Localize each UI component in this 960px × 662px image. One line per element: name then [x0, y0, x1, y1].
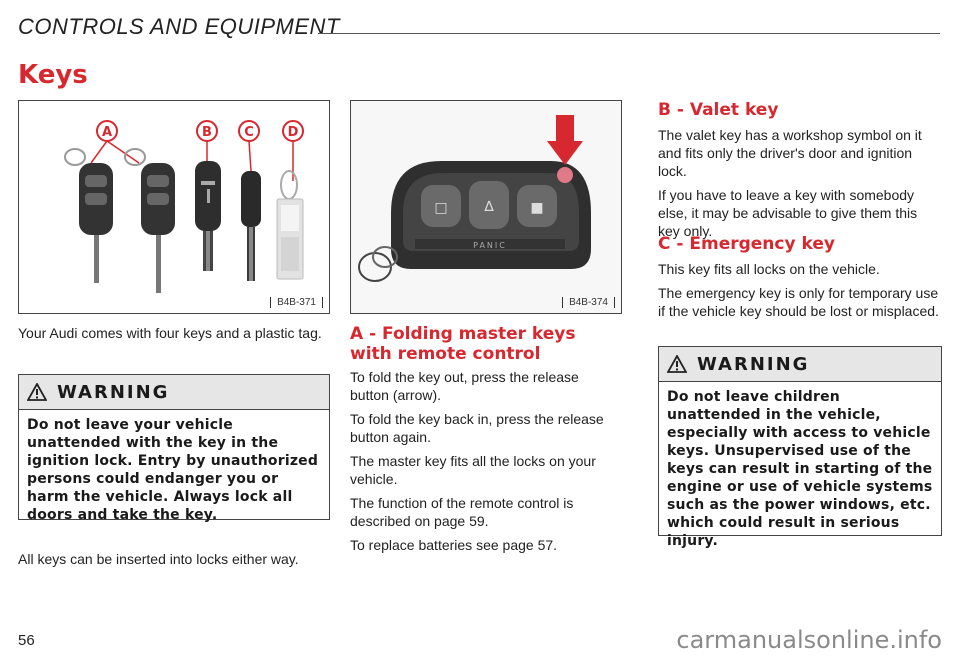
release-button-arrow-icon: [547, 115, 583, 165]
figure-code-2: B4B-374: [562, 297, 615, 308]
warning-header-right: WARNING: [659, 347, 941, 382]
master-key-illustration: □ ∆ ■ PANIC: [351, 101, 621, 313]
figure-code: B4B-371: [270, 297, 323, 308]
key-label-a: A: [96, 120, 118, 142]
keys-figure: A B C D: [18, 100, 330, 314]
master-key-p1: To fold the key out, press the release b…: [350, 369, 579, 403]
warning-text: Do not leave your vehicle unattended wit…: [27, 417, 319, 523]
master-key-text: To fold the key out, press the release b…: [350, 368, 620, 560]
svg-text:PANIC: PANIC: [473, 241, 507, 250]
warning-title-right: WARNING: [697, 353, 810, 375]
master-key-figure: □ ∆ ■ PANIC B4B-374: [350, 100, 622, 314]
valet-key-text: The valet key has a workshop symbol on i…: [658, 126, 940, 246]
valet-key-icon: [195, 161, 221, 271]
svg-text:A: A: [102, 125, 112, 140]
svg-text:B: B: [202, 125, 212, 140]
master-key-2-icon: [124, 148, 175, 293]
page-number: 56: [18, 632, 35, 649]
valet-key-p1: The valet key has a workshop symbol on i…: [658, 127, 922, 179]
emergency-key-text: This key fits all locks on the vehicle. …: [658, 260, 940, 326]
emergency-key-p1: This key fits all locks on the vehicle.: [658, 261, 880, 277]
emergency-key-heading: C - Emergency key: [658, 234, 835, 254]
intro-text: Your Audi comes with four keys and a pla…: [18, 325, 322, 341]
svg-text:∆: ∆: [483, 199, 494, 215]
warning-title: WARNING: [57, 381, 170, 403]
watermark: carmanualsonline.info: [676, 626, 942, 654]
valet-key-p2: If you have to leave a key with somebody…: [658, 187, 918, 239]
warning-box-left: WARNING Do not leave your vehicle unatte…: [18, 374, 330, 523]
svg-text:C: C: [244, 125, 254, 140]
svg-text:D: D: [288, 125, 299, 140]
master-key-p2: To fold the key back in, press the relea…: [350, 411, 604, 445]
remote-key-icon: □ ∆ ■ PANIC: [358, 161, 591, 282]
keys-footer: All keys can be inserted into locks eith…: [18, 550, 328, 574]
master-key-p4: The function of the remote control is de…: [350, 495, 574, 529]
keys-illustration: A B C D: [64, 120, 304, 293]
key-label-d: D: [282, 120, 304, 142]
section-title: Keys: [18, 60, 88, 90]
master-key-1-icon: [64, 148, 113, 283]
keys-intro: Your Audi comes with four keys and a pla…: [18, 324, 328, 348]
master-key-heading-text: A - Folding master keys with remote cont…: [350, 324, 576, 364]
svg-text:■: ■: [530, 200, 543, 216]
plastic-tag-icon: [276, 170, 304, 280]
warning-header: WARNING: [19, 375, 329, 410]
master-key-p5: To replace batteries see page 57.: [350, 537, 558, 553]
warning-text-right: Do not leave children unattended in the …: [667, 389, 933, 549]
master-key-heading: A - Folding master keys with remote cont…: [350, 324, 620, 364]
warning-box-right: WARNING Do not leave children unattended…: [658, 346, 942, 549]
key-label-b: B: [196, 120, 218, 142]
svg-text:□: □: [434, 200, 447, 216]
warning-triangle-icon-right: [667, 355, 687, 373]
emergency-key-icon: [241, 171, 261, 281]
key-label-c: C: [238, 120, 260, 142]
master-key-p3: The master key fits all the locks on you…: [350, 453, 596, 487]
emergency-key-p2: The emergency key is only for temporary …: [658, 285, 939, 319]
warning-triangle-icon: [27, 383, 47, 401]
header-rule: [318, 33, 940, 34]
header-title: CONTROLS AND EQUIPMENT: [18, 14, 340, 39]
footer-text: All keys can be inserted into locks eith…: [18, 551, 299, 567]
valet-key-heading: B - Valet key: [658, 100, 779, 120]
